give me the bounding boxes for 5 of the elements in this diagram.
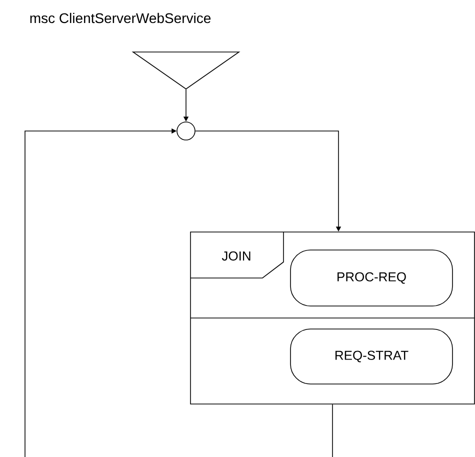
arrow xyxy=(24,128,333,457)
connector-circle xyxy=(176,122,196,140)
title: msc ClientServerWebService xyxy=(30,12,211,24)
process-box: PROC-REQ xyxy=(290,250,453,306)
process-box: REQ-STRAT xyxy=(290,328,453,384)
